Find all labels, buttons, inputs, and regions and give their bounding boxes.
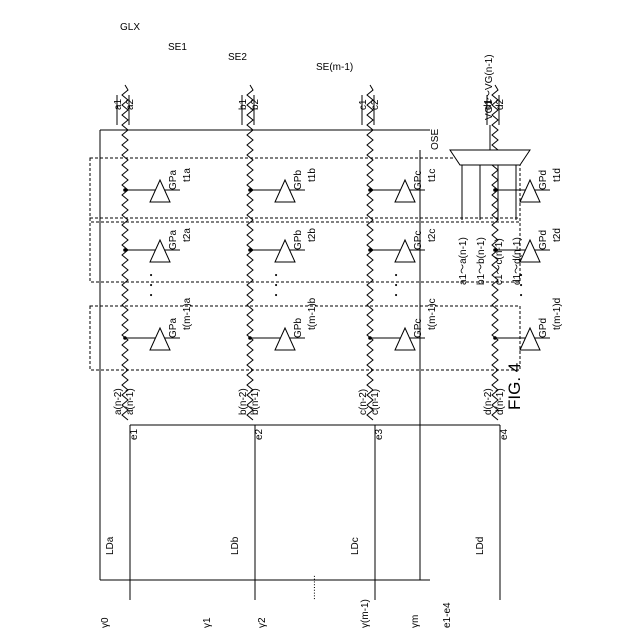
ladder-label-a: LDa <box>105 536 116 555</box>
output-bottom-a: a(n-1) <box>125 388 136 415</box>
output-bottom-a: a(n-2) <box>113 388 124 415</box>
tap-label: t(m-1)b <box>307 297 318 330</box>
output-top-a: a1 <box>113 98 124 110</box>
tap-node <box>248 188 252 192</box>
tap-node <box>248 248 252 252</box>
buffer-amplifier <box>275 240 295 262</box>
column-dots: ・・・ <box>392 270 403 300</box>
components <box>90 150 540 370</box>
figure-title: FIG. 4 <box>505 363 524 410</box>
gamma-label-3: γ(m-1) <box>360 599 371 628</box>
gamma-label-5: e1-e4 <box>442 602 453 628</box>
tap-label: t2a <box>182 228 193 242</box>
column-dots: ・・・ <box>272 270 283 300</box>
group-label: GPb <box>293 318 304 338</box>
gamma-label-2: γ2 <box>257 617 268 628</box>
ladder-label-c: LDc <box>350 537 361 555</box>
buffer-amplifier <box>395 240 415 262</box>
selector-label: SE2 <box>228 52 247 63</box>
ose-label: OSE <box>430 129 441 150</box>
tap-node <box>123 248 127 252</box>
group-label: GPd <box>538 318 549 338</box>
output-bottom-b: b(n-2) <box>238 388 249 415</box>
ose-block <box>450 150 530 165</box>
output-bottom-c: c(n-1) <box>370 389 381 415</box>
buffer-amplifier <box>275 180 295 202</box>
gamma-label-4: γm <box>410 615 421 628</box>
buffer-amplifier <box>150 180 170 202</box>
ose-input-label: d1～d(n-1) <box>512 237 523 285</box>
tap-node <box>368 188 372 192</box>
tap-label: t2d <box>552 228 563 242</box>
output-bottom-b: b(n-1) <box>250 388 261 415</box>
ose-input-label: a1～a(n-1) <box>458 237 469 285</box>
ose-input-label: b1～b(n-1) <box>476 237 487 285</box>
gamma-label-0: γ0 <box>100 617 111 628</box>
selector-label: SE1 <box>168 42 187 53</box>
tap-label: t1c <box>427 169 438 182</box>
group-label: GPd <box>538 230 549 250</box>
buffer-amplifier <box>395 328 415 350</box>
group-label: GPb <box>293 170 304 190</box>
e-line-label-c: e3 <box>374 428 385 440</box>
ladder-label-b: LDb <box>230 536 241 555</box>
output-top-a: a2 <box>125 98 136 110</box>
labels: LDa a1a2 a(n-2)a(n-1) e1LDb b1b2 b(n-2)b(n-1)… <box>100 22 563 628</box>
tap-label: t2b <box>307 228 318 242</box>
output-top-d: d2 <box>495 98 506 110</box>
ose-input-label: c1～c(n-1) <box>494 238 505 285</box>
tap-node <box>493 188 497 192</box>
tap-node <box>123 336 127 340</box>
group-label: GPc <box>413 319 424 338</box>
group-label: GPd <box>538 170 549 190</box>
e-line-label-d: e4 <box>499 428 510 440</box>
output-bottom-c: c(n-2) <box>358 389 369 415</box>
tap-node <box>368 248 372 252</box>
tap-node <box>123 188 127 192</box>
tap-node <box>248 336 252 340</box>
tap-label: t2c <box>427 229 438 242</box>
buffer-amplifier <box>150 328 170 350</box>
selector-label: SE(m-1) <box>316 62 353 73</box>
output-top-c: c1 <box>358 99 369 110</box>
output-top-c: c2 <box>370 99 381 110</box>
group-label: GPa <box>168 170 179 190</box>
buffer-amplifier <box>520 240 540 262</box>
buffer-amplifier <box>520 328 540 350</box>
tap-node <box>493 336 497 340</box>
group-label: GPc <box>413 171 424 190</box>
group-label: GPa <box>168 318 179 338</box>
gamma-dots: ......... <box>307 575 318 600</box>
tap-label: t1a <box>182 168 193 182</box>
tap-label: t(m-1)a <box>182 297 193 330</box>
vg-label: VG1～VG(n-1) <box>484 54 495 120</box>
ladder-label-d: LDd <box>475 537 486 555</box>
output-top-b: b2 <box>250 98 261 110</box>
tap-node <box>368 336 372 340</box>
gamma-label-1: γ1 <box>202 617 213 628</box>
group-label: GPb <box>293 230 304 250</box>
buffer-amplifier <box>275 328 295 350</box>
e-line-label-a: e1 <box>129 428 140 440</box>
tap-label: t1d <box>552 168 563 182</box>
buffer-amplifier <box>520 180 540 202</box>
output-top-b: b1 <box>238 98 249 110</box>
group-label: GPc <box>413 231 424 250</box>
output-bottom-d: d(n-2) <box>483 388 494 415</box>
column-dots: ・・・ <box>147 270 158 300</box>
device-label: GLX <box>120 22 140 33</box>
tap-label: t(m-1)d <box>552 298 563 330</box>
group-label: GPa <box>168 230 179 250</box>
e-line-label-b: e2 <box>254 428 265 440</box>
buffer-amplifier <box>395 180 415 202</box>
buffer-amplifier <box>150 240 170 262</box>
tap-label: t(m-1)c <box>427 298 438 330</box>
tap-label: t1b <box>307 168 318 182</box>
